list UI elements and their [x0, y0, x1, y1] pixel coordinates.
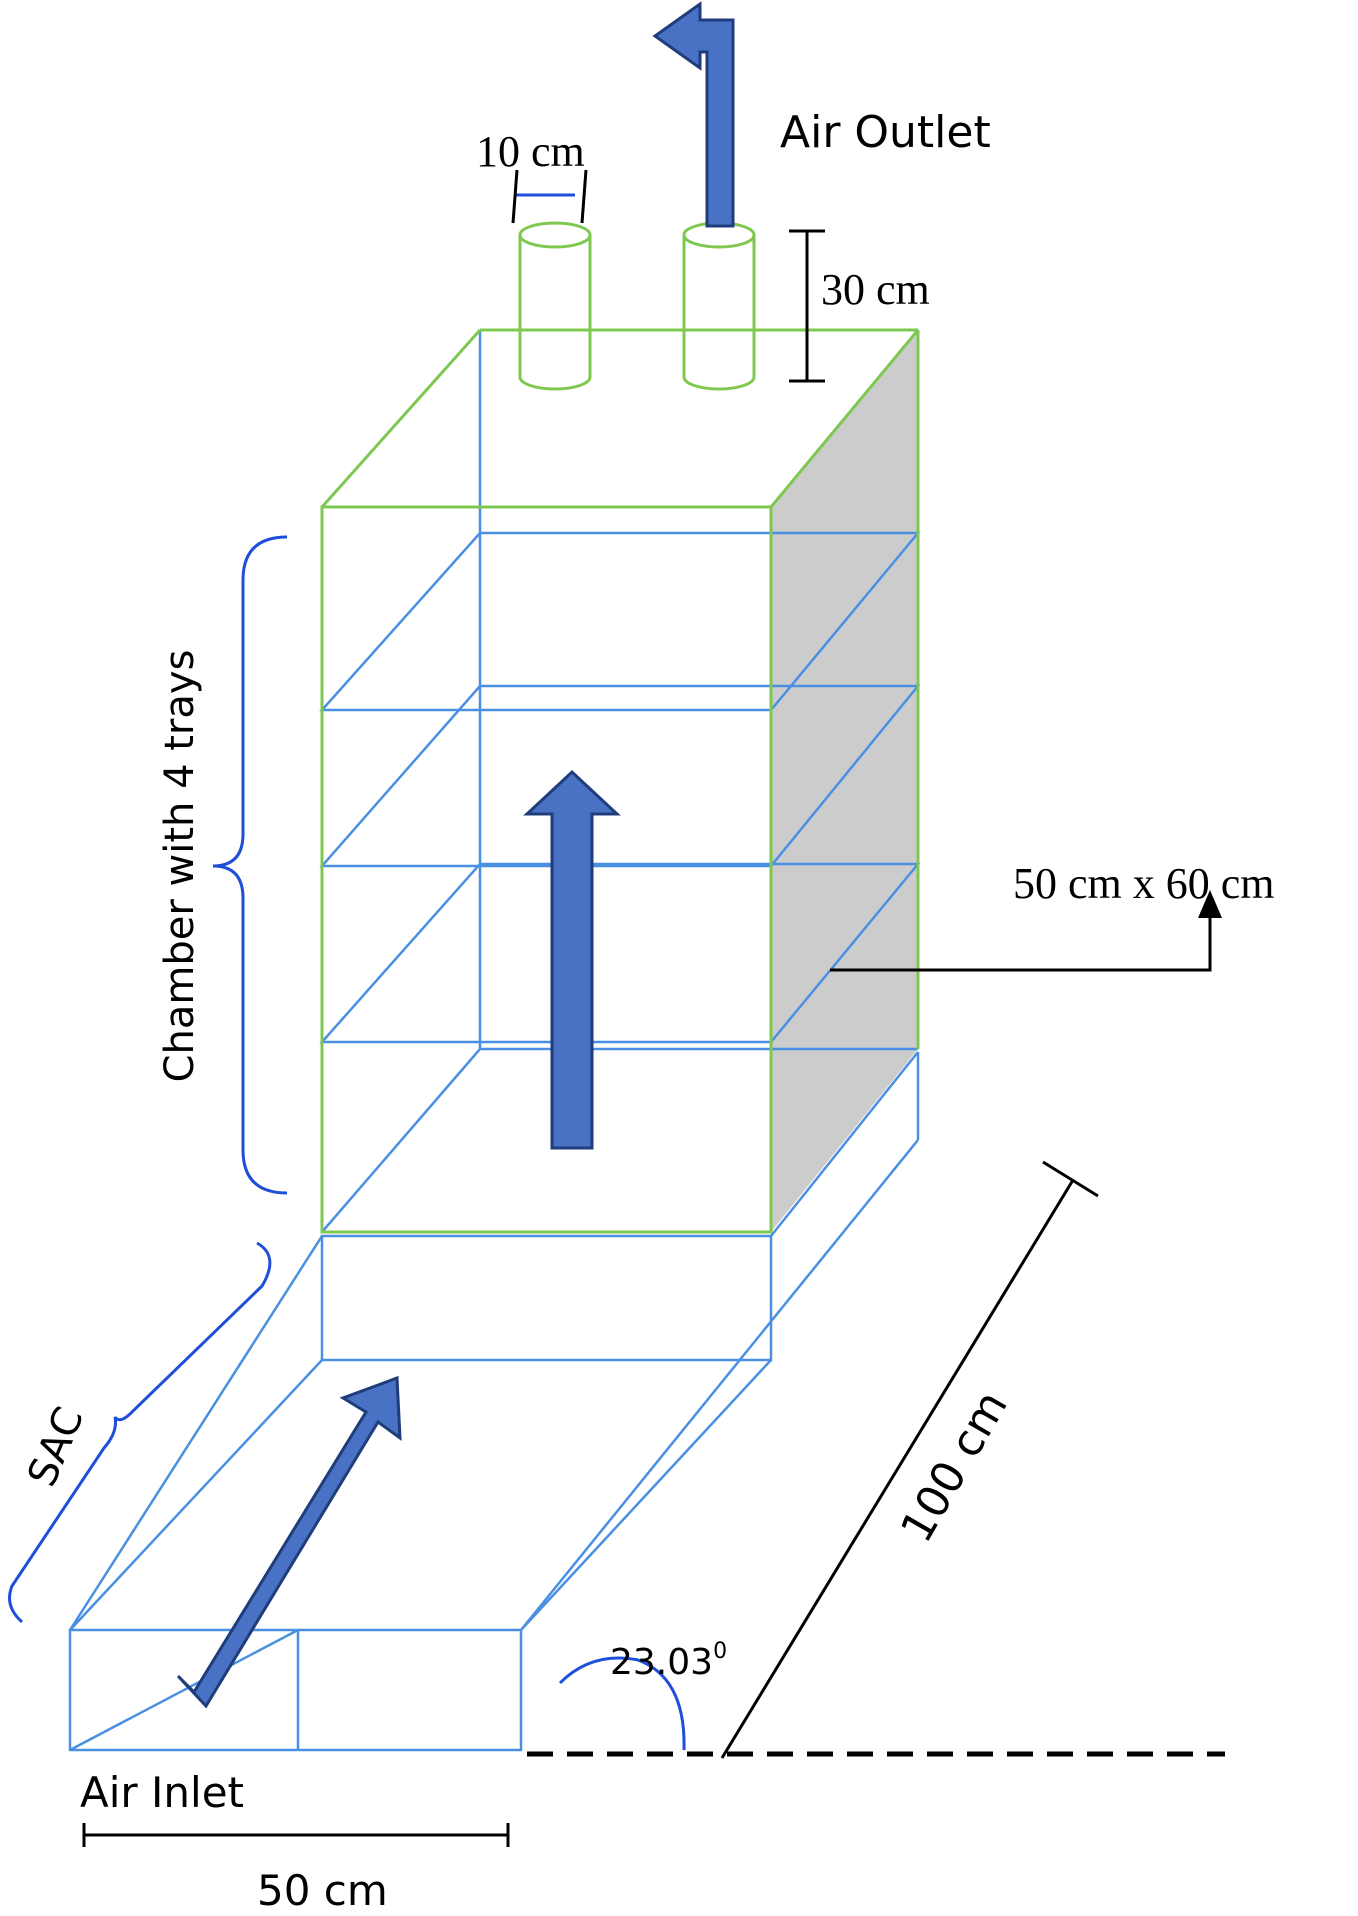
tray-size-leader: [830, 890, 1222, 972]
pipe-right: [682, 221, 756, 391]
pipe-diameter-label: 10 cm: [476, 127, 585, 176]
air-flow-arrow-collector: [176, 1375, 402, 1709]
angle-degree-sign: 0: [713, 1639, 727, 1664]
chamber-side-face: [771, 330, 918, 1232]
pipe-height-dimension: [789, 229, 825, 383]
air-inlet-label: Air Inlet: [80, 1768, 244, 1817]
sac-bracket: [8, 1241, 272, 1624]
collector-top-box: [320, 1234, 773, 1362]
chamber-label: Chamber with 4 trays: [157, 650, 203, 1083]
chamber-bracket: [212, 535, 288, 1195]
solar-air-collector: [68, 1051, 920, 1752]
air-outlet-arrow: [652, 1, 735, 228]
pipe-diameter-dimension: [511, 169, 588, 224]
length-label: 100 cm: [891, 1383, 1018, 1551]
length-dimension: [720, 1160, 1099, 1759]
collector-front-box: [68, 1628, 523, 1752]
angle-value: 23.03: [610, 1642, 713, 1683]
width-label: 50 cm: [257, 1866, 388, 1915]
pipe-left: [518, 221, 592, 391]
angle-arc: [558, 1656, 686, 1751]
tray-size-label: 50 cm x 60 cm: [1013, 859, 1275, 908]
air-flow-arrow-chamber: [523, 769, 621, 1150]
pipe-height-label: 30 cm: [821, 265, 930, 314]
chamber-front-frame: [320, 328, 920, 1234]
width-dimension: [82, 1823, 510, 1847]
angle-label: 23.030: [610, 1639, 727, 1683]
air-outlet-label: Air Outlet: [780, 107, 991, 158]
